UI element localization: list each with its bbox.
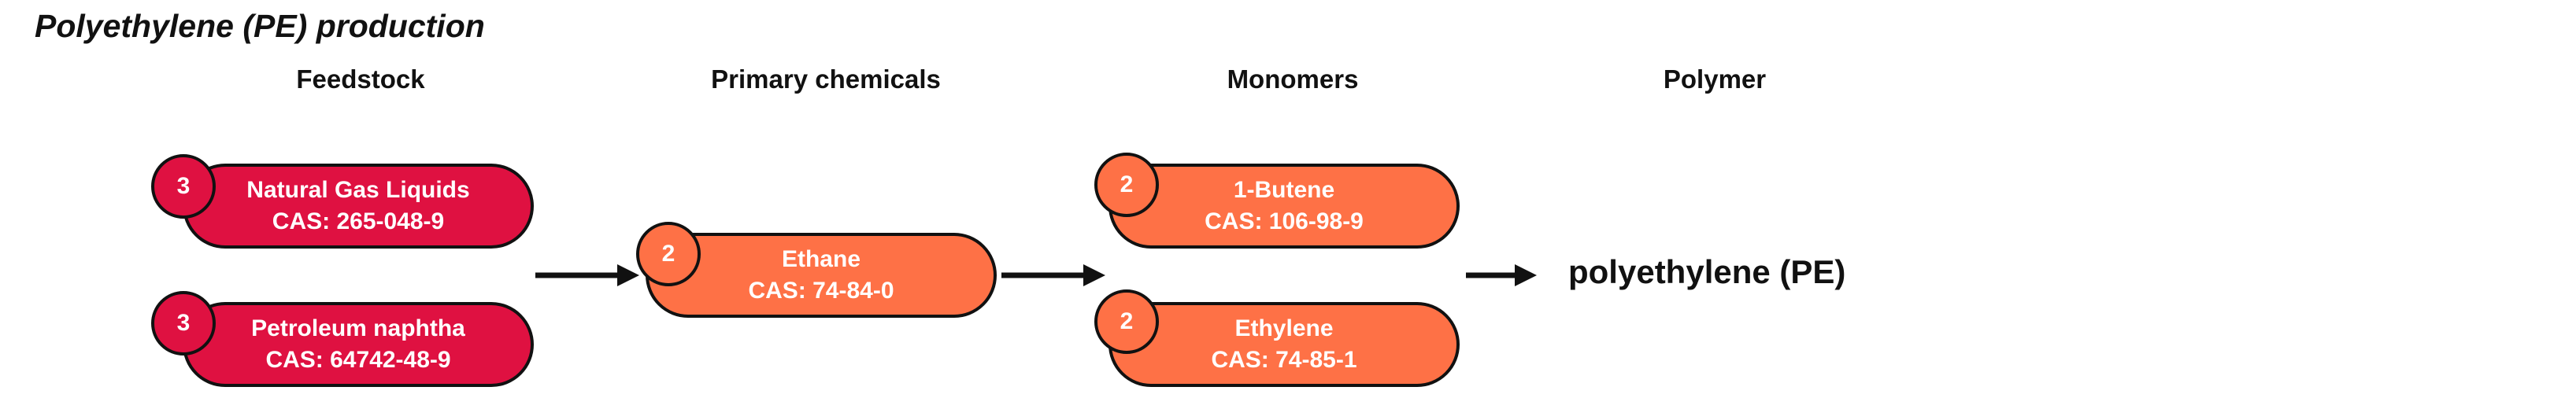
node-petroleum-naphtha: Petroleum naphtha CAS: 64742-48-9 — [183, 302, 534, 387]
node-ethylene: Ethylene CAS: 74-85-1 — [1108, 302, 1460, 387]
node-name: 1-Butene — [1233, 177, 1335, 203]
column-header-feedstock: Feedstock — [296, 64, 425, 94]
node-name: Ethane — [781, 246, 861, 272]
node-name: Ethylene — [1234, 315, 1334, 341]
diagram-title: Polyethylene (PE) production — [35, 8, 485, 44]
count-badge: 3 — [151, 154, 216, 219]
count-badge: 2 — [1094, 153, 1159, 217]
column-header-polymer: Polymer — [1663, 64, 1767, 94]
node-cas-number: CAS: 64742-48-9 — [265, 347, 451, 373]
right-arrow-icon — [535, 264, 639, 286]
column-header-monomers: Monomers — [1227, 64, 1359, 94]
node-name: Petroleum naphtha — [251, 315, 465, 341]
node-name: Natural Gas Liquids — [246, 177, 470, 203]
count-badge: 3 — [151, 291, 216, 356]
right-arrow-icon — [1001, 264, 1105, 286]
node-cas-number: CAS: 106-98-9 — [1205, 208, 1364, 234]
count-badge: 2 — [636, 222, 701, 286]
node-cas-number: CAS: 74-85-1 — [1211, 347, 1357, 373]
polymer-product-label: polyethylene (PE) — [1568, 253, 1846, 290]
right-arrow-icon — [1466, 264, 1537, 286]
node-cas-number: CAS: 74-84-0 — [748, 278, 894, 304]
column-header-primary-chemicals: Primary chemicals — [711, 64, 941, 94]
node-cas-number: CAS: 265-048-9 — [272, 208, 445, 234]
node-1-butene: 1-Butene CAS: 106-98-9 — [1108, 164, 1460, 249]
count-badge: 2 — [1094, 289, 1159, 354]
node-natural-gas-liquids: Natural Gas Liquids CAS: 265-048-9 — [183, 164, 534, 249]
